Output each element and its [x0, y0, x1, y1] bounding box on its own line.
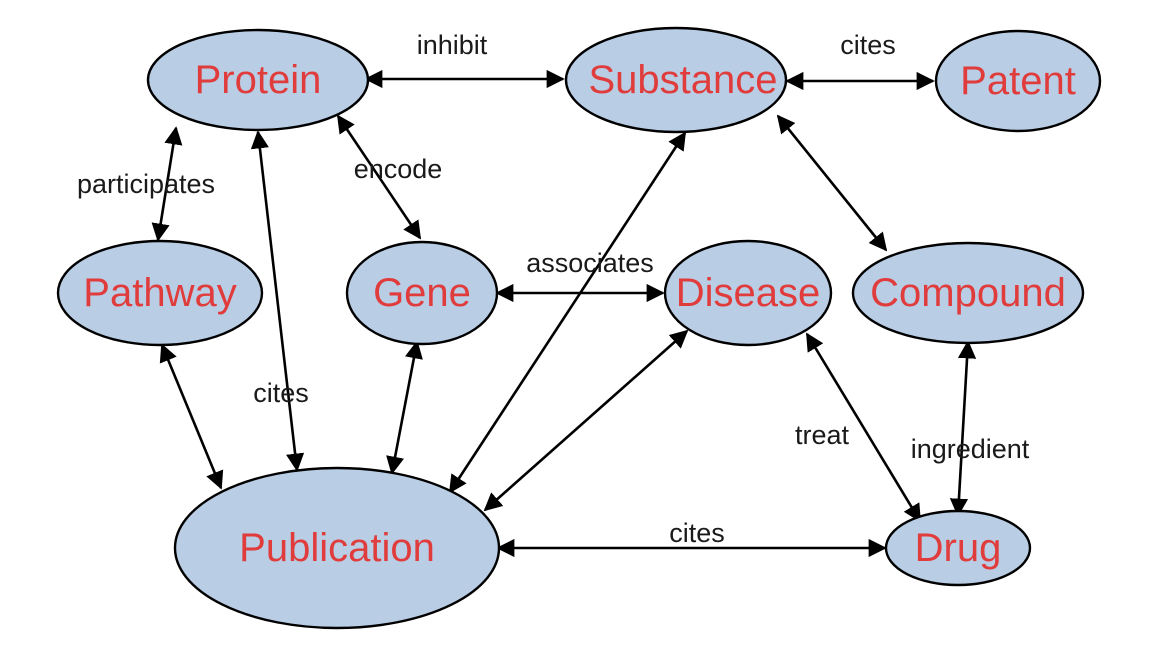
edge-disease-publication — [483, 329, 689, 512]
node-drug: Drug — [884, 509, 1032, 587]
node-disease: Disease — [663, 239, 833, 347]
node-publication: Publication — [173, 466, 501, 630]
edge-label-cites-drug: cites — [669, 518, 725, 548]
edge-pathway-publication — [159, 343, 224, 490]
node-compound: Compound — [851, 241, 1085, 345]
edge-label-cites-patent: cites — [840, 30, 896, 60]
node-pathway-label: Pathway — [83, 271, 236, 315]
edge-protein-pathway — [151, 126, 183, 242]
edge-label-participates: participates — [77, 169, 215, 199]
node-gene: Gene — [345, 240, 499, 346]
edge-label-encode: encode — [354, 154, 443, 184]
node-substance-label: Substance — [588, 58, 777, 102]
edge-label-cites-publication: cites — [253, 378, 309, 408]
node-protein-label: Protein — [195, 58, 322, 102]
node-pathway: Pathway — [56, 239, 264, 347]
edge-protein-gene — [336, 114, 422, 240]
edge-disease-drug — [805, 332, 922, 523]
node-protein: Protein — [146, 28, 370, 132]
node-patent: Patent — [934, 29, 1102, 133]
node-substance: Substance — [564, 26, 788, 134]
edge-label-treat: treat — [795, 420, 850, 450]
node-disease-label: Disease — [676, 271, 821, 315]
edge-label-associates: associates — [526, 248, 654, 278]
edge-protein-publication — [250, 130, 305, 472]
edge-compound-drug — [949, 340, 977, 517]
edge-label-inhibit: inhibit — [417, 30, 488, 60]
edge-substance-compound — [776, 114, 888, 252]
node-compound-label: Compound — [870, 271, 1066, 315]
node-publication-label: Publication — [239, 526, 435, 570]
node-gene-label: Gene — [373, 271, 471, 315]
node-drug-label: Drug — [915, 526, 1002, 570]
edge-gene-publication — [386, 340, 423, 475]
edge-label-ingredient: ingredient — [911, 434, 1030, 464]
node-patent-label: Patent — [960, 59, 1076, 103]
